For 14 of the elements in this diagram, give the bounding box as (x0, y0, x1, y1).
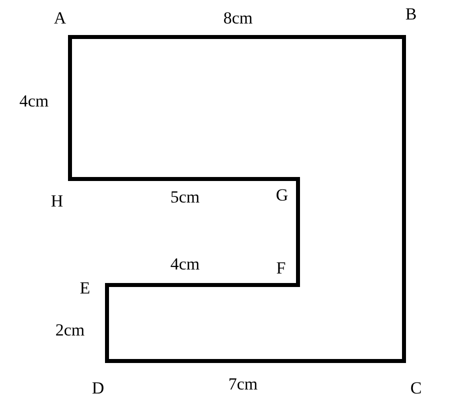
dimension-label: 5cm (170, 188, 200, 206)
dimension-label: 2cm (55, 322, 85, 338)
dimension-label: 7cm (228, 376, 258, 392)
vertex-label: A (54, 10, 66, 26)
vertex-label: D (92, 380, 104, 396)
vertex-label: B (405, 6, 417, 22)
vertex-label: F (276, 260, 286, 276)
dimension-label: 4cm (170, 256, 200, 272)
vertex-label: E (80, 280, 90, 296)
dimension-label: 4cm (19, 92, 49, 110)
dimension-label: 8cm (223, 10, 253, 26)
vertex-label: H (50, 192, 64, 210)
vertex-label: C (410, 380, 422, 396)
vertex-label: G (276, 186, 288, 204)
